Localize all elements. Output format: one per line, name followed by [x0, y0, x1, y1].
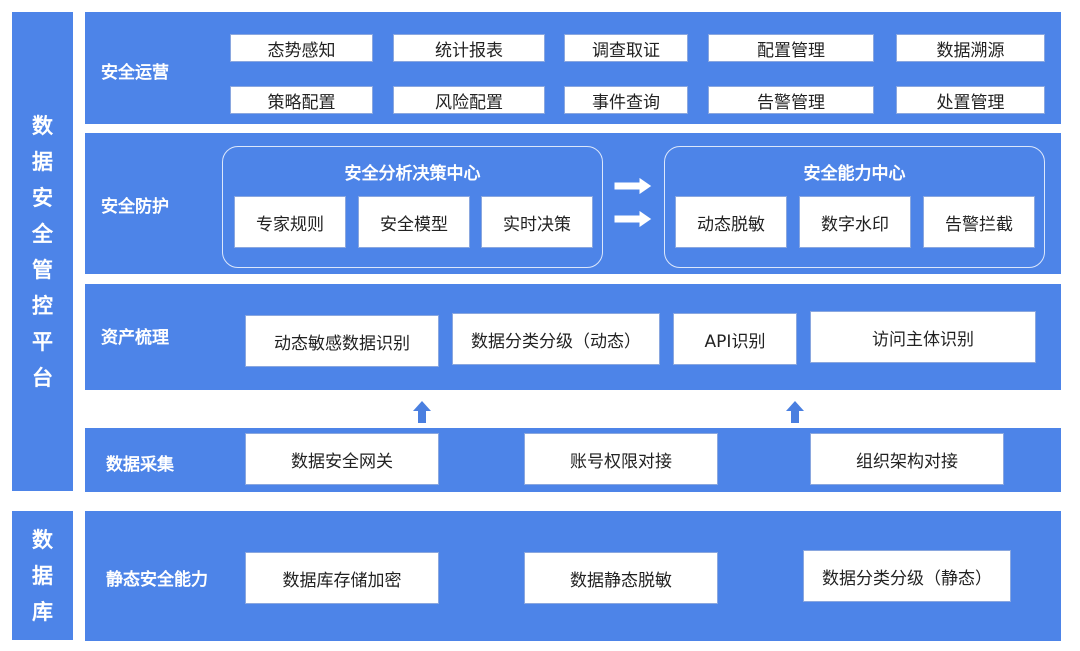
asset-item: API识别 [673, 313, 797, 365]
right-arrow-icon [613, 176, 653, 196]
asset-item: 访问主体识别 [810, 311, 1036, 363]
platform-char: 数 [32, 113, 53, 138]
platform-char: 据 [32, 149, 53, 174]
platform-char: 平 [32, 329, 53, 354]
collect-item: 数据安全网关 [245, 433, 439, 485]
asset-label: 资产梳理 [101, 328, 169, 348]
database-side-panel [12, 511, 73, 640]
collect-label: 数据采集 [106, 455, 174, 475]
ops-label: 安全运营 [101, 63, 169, 83]
static-item: 数据静态脱敏 [524, 552, 718, 604]
platform-char: 全 [32, 221, 53, 246]
capability-center-group [664, 146, 1045, 268]
ops-item: 处置管理 [896, 86, 1045, 114]
analysis-item: 安全模型 [358, 196, 470, 248]
analysis-item: 实时决策 [481, 196, 593, 248]
ops-item: 配置管理 [708, 34, 874, 62]
database-label: 数 据 库 [12, 511, 73, 640]
up-arrow-icon [413, 401, 431, 423]
protect-label: 安全防护 [101, 197, 169, 217]
analysis-center-group [222, 146, 603, 268]
ops-item: 风险配置 [393, 86, 545, 114]
analysis-center-title: 安全分析决策中心 [344, 164, 481, 184]
database-char: 据 [32, 563, 53, 588]
capability-item: 动态脱敏 [675, 196, 787, 248]
database-char: 数 [32, 527, 53, 552]
ops-item: 数据溯源 [896, 34, 1045, 62]
platform-char: 管 [32, 257, 53, 282]
platform-side-panel [12, 12, 73, 491]
collect-item: 账号权限对接 [524, 433, 718, 485]
ops-item: 策略配置 [230, 86, 373, 114]
platform-char: 安 [32, 185, 53, 210]
capability-item: 数字水印 [799, 196, 911, 248]
platform-char: 控 [32, 293, 53, 318]
ops-item: 事件查询 [564, 86, 688, 114]
ops-item: 调查取证 [564, 34, 688, 62]
right-arrow-icon [613, 209, 653, 229]
collect-item: 组织架构对接 [810, 433, 1004, 485]
capability-center-title: 安全能力中心 [803, 164, 906, 184]
ops-item: 统计报表 [393, 34, 545, 62]
asset-item: 数据分类分级（动态） [452, 313, 660, 365]
ops-item: 告警管理 [708, 86, 874, 114]
platform-char: 台 [32, 365, 53, 390]
static-label: 静态安全能力 [106, 570, 208, 590]
capability-item: 告警拦截 [923, 196, 1035, 248]
asset-item: 动态敏感数据识别 [245, 315, 439, 367]
static-item: 数据分类分级（静态） [803, 550, 1011, 602]
static-item: 数据库存储加密 [245, 552, 439, 604]
analysis-item: 专家规则 [234, 196, 346, 248]
platform-label: 数 据 安 全 管 控 平 台 [12, 12, 73, 491]
ops-item: 态势感知 [230, 34, 373, 62]
up-arrow-icon [786, 401, 804, 423]
database-char: 库 [32, 599, 53, 624]
